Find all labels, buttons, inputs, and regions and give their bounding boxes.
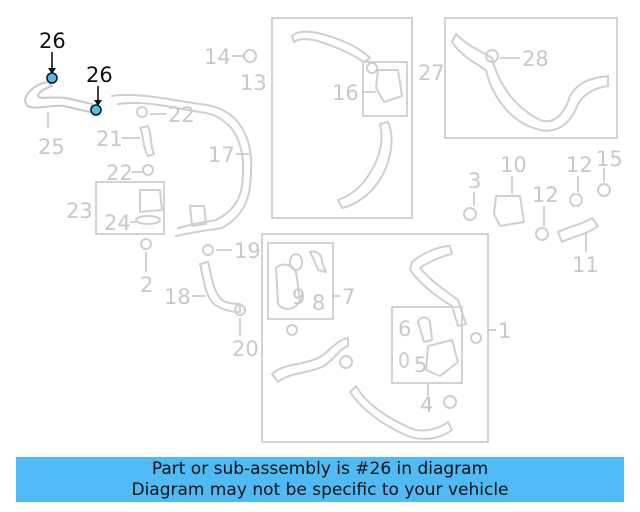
clamp-box1-b	[339, 355, 353, 369]
hose-4	[349, 385, 453, 440]
tee-fitting	[189, 205, 207, 227]
callout-9: 9	[292, 285, 305, 309]
oring-6	[399, 352, 409, 368]
valve-10	[493, 195, 525, 227]
clamp-22-lower	[142, 164, 154, 176]
callout-8: 8	[312, 291, 325, 315]
gasket-6	[417, 316, 433, 343]
box-assembly-7	[267, 242, 334, 320]
callout-11: 11	[572, 253, 599, 277]
box-assembly-5	[391, 306, 463, 384]
callout-4: 4	[420, 393, 433, 417]
hose-27	[451, 33, 609, 132]
callout-7: 7	[342, 285, 355, 309]
box-assembly-1	[261, 233, 489, 443]
callout-3: 3	[468, 169, 481, 193]
oring-9	[289, 253, 303, 271]
clamp-26-upper	[46, 72, 58, 84]
clamp-28	[485, 49, 499, 63]
hose-17-inner	[117, 101, 245, 229]
callout-2: 2	[140, 273, 153, 297]
callout-16: 16	[332, 81, 359, 105]
callout-15: 15	[596, 147, 623, 171]
seal-24	[135, 215, 161, 225]
callout-6: 6	[398, 317, 411, 341]
box-assembly-27	[444, 17, 618, 139]
callout-22-lower: 22	[106, 161, 133, 185]
hose-13-upper	[291, 30, 371, 63]
callout-12-right: 12	[566, 153, 593, 177]
hose-13-lower	[337, 121, 393, 209]
callout-17: 17	[208, 143, 235, 167]
banner-line-2: Diagram may not be specific to your vehi…	[131, 479, 509, 500]
hose-25	[24, 81, 93, 113]
arrow-26-lower	[94, 100, 102, 106]
clamp-15	[597, 183, 611, 197]
housing-23	[139, 189, 163, 213]
callout-1: 1	[498, 319, 511, 343]
callout-22-upper: 22	[168, 103, 195, 127]
callout-19: 19	[234, 239, 261, 263]
hose-box1-left	[271, 337, 349, 383]
clamp-16	[366, 62, 378, 74]
hose-17	[111, 93, 253, 237]
callout-23: 23	[66, 199, 93, 223]
clamp-26-lower	[90, 104, 102, 116]
housing-5	[425, 339, 459, 377]
callout-25: 25	[38, 135, 65, 159]
housing-9	[275, 263, 301, 310]
clamp-3	[463, 207, 477, 221]
pipe-1	[409, 245, 467, 327]
thermostat-16	[375, 69, 403, 103]
box-assembly-23	[95, 181, 165, 235]
clamp-box1-a	[286, 324, 298, 336]
clamp-2	[140, 238, 152, 250]
callout-13: 13	[240, 71, 267, 95]
callout-28: 28	[522, 47, 549, 71]
box-assembly-13	[271, 17, 413, 219]
callout-24: 24	[104, 211, 131, 235]
callout-20: 20	[232, 337, 259, 361]
clamp-12-right	[569, 193, 583, 207]
clamp-22-upper	[136, 106, 148, 118]
callout-26-lower: 26	[86, 63, 113, 87]
clamp-12-left	[535, 227, 549, 241]
callout-18: 18	[164, 285, 191, 309]
clamp-1	[470, 332, 482, 344]
info-banner: Part or sub-assembly is #26 in diagram D…	[16, 457, 624, 502]
clamp-14	[243, 49, 257, 63]
clamp-19	[202, 244, 214, 256]
box-assembly-16	[362, 61, 408, 117]
callout-14: 14	[204, 45, 231, 69]
hose-21	[139, 125, 155, 157]
callout-26-upper: 26	[39, 29, 66, 53]
arrow-26-upper	[48, 68, 56, 74]
callout-21: 21	[96, 127, 123, 151]
clamp-4	[443, 395, 457, 409]
banner-line-1: Part or sub-assembly is #26 in diagram	[151, 458, 489, 479]
hose-18	[199, 261, 241, 313]
clamp-20	[234, 304, 246, 316]
callout-10: 10	[500, 153, 527, 177]
hose-11	[557, 217, 599, 243]
gasket-8	[309, 250, 327, 273]
callout-5: 5	[414, 353, 427, 377]
callout-12-left: 12	[532, 183, 559, 207]
callout-27: 27	[418, 61, 445, 85]
